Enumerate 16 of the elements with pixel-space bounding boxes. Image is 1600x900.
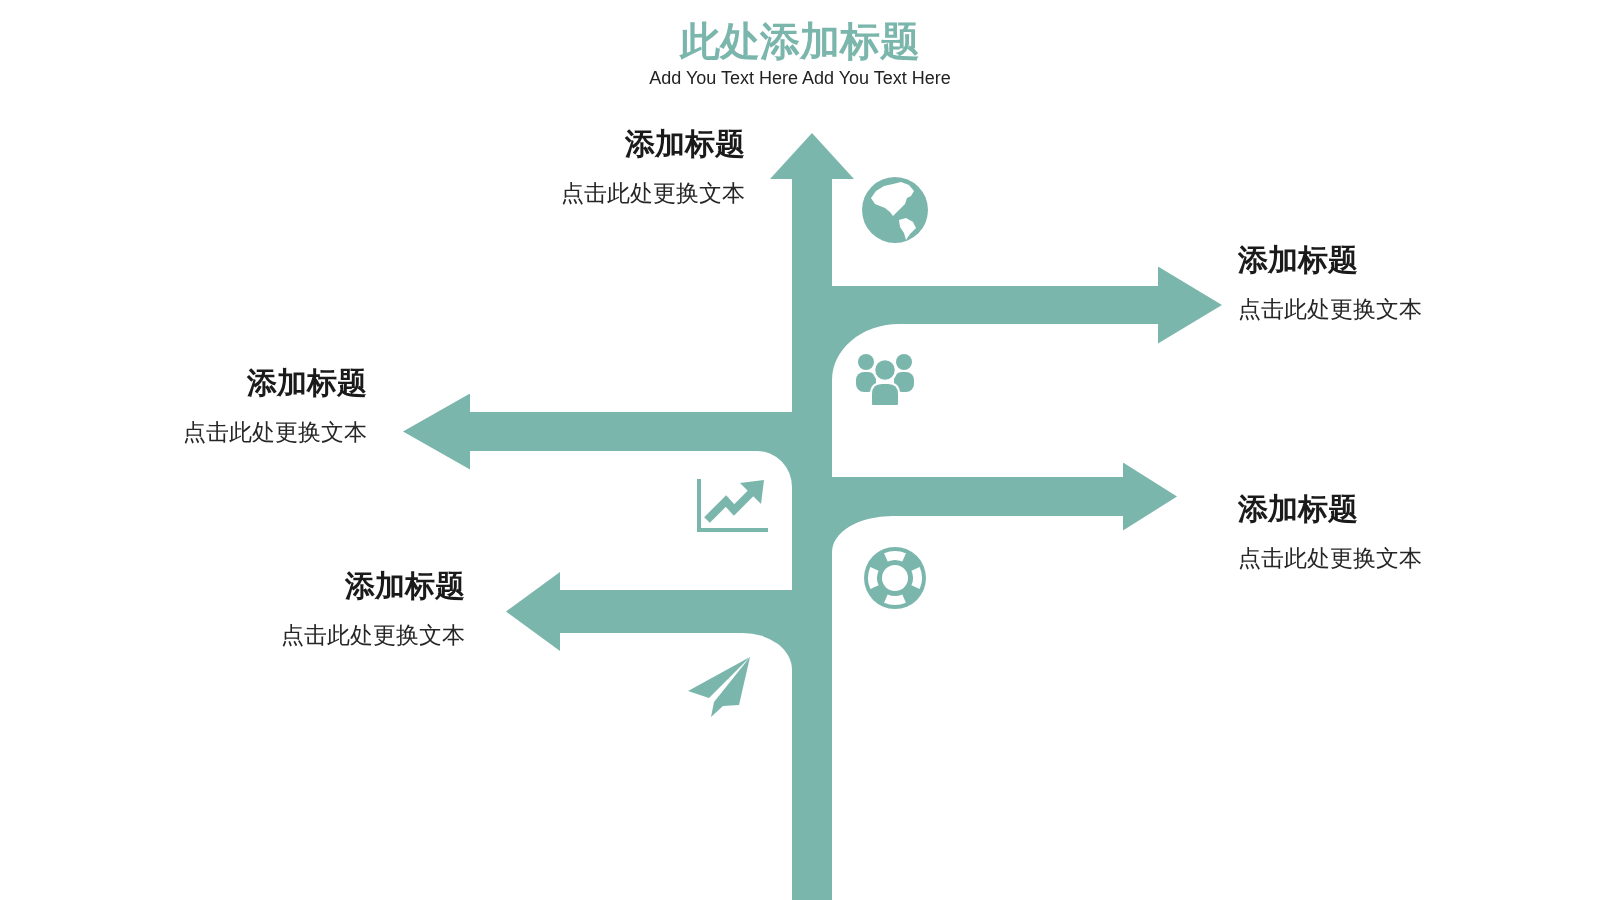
heading: 添加标题 xyxy=(345,568,465,604)
arrow xyxy=(403,393,792,470)
heading: 添加标题 xyxy=(625,126,745,162)
heading: 添加标题 xyxy=(1238,242,1358,278)
arrow xyxy=(832,266,1222,344)
body-text: 点击此处更换文本 xyxy=(1238,544,1422,573)
body-text: 点击此处更换文本 xyxy=(183,418,367,447)
arrow xyxy=(770,133,854,179)
arrow xyxy=(832,462,1177,531)
heading: 添加标题 xyxy=(247,365,367,401)
heading: 添加标题 xyxy=(1238,491,1358,527)
title: 此处添加标题 xyxy=(680,17,920,65)
subtitle: Add You Text Here Add You Text Here xyxy=(649,67,951,89)
body-text: 点击此处更换文本 xyxy=(1238,295,1422,324)
body-text: 点击此处更换文本 xyxy=(561,179,745,208)
body-text: 点击此处更换文本 xyxy=(281,621,465,650)
